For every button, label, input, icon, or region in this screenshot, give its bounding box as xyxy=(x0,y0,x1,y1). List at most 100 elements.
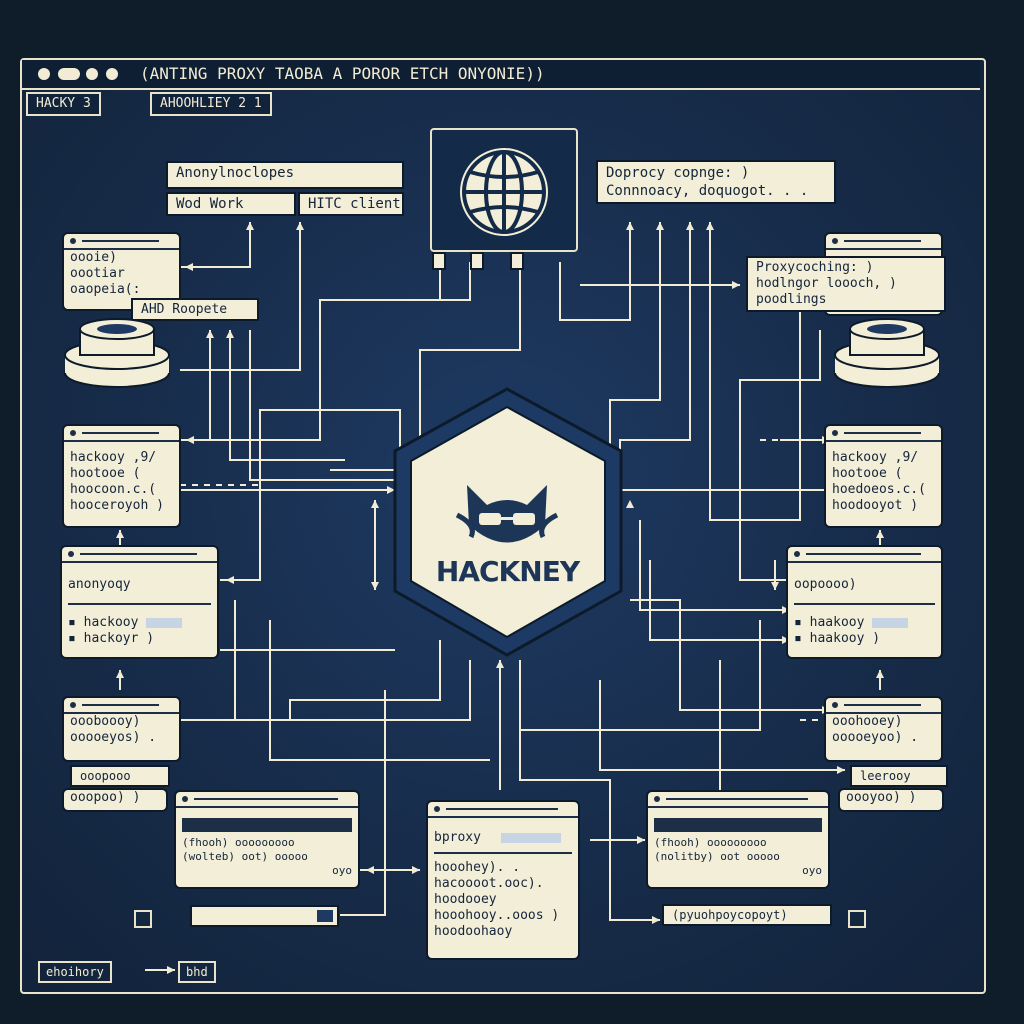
card-line: hoodooey xyxy=(434,892,497,907)
card-line: oooboooy) xyxy=(70,714,141,729)
card-line: hacoooot.ooc). xyxy=(434,876,544,891)
globe-panel xyxy=(430,128,578,252)
left-tag[interactable]: ooopooo xyxy=(72,767,168,785)
left-card-2[interactable]: hackooy ,9/ hootooe ( hoocoon.c.( hoocer… xyxy=(64,426,179,526)
proxy-line-1: Doprocy copnge: ) xyxy=(606,165,750,181)
card-line: hooohooy..ooos ) xyxy=(434,908,560,923)
footer-left-tag[interactable]: ehoihory xyxy=(38,961,112,983)
card-line: ooohooey) xyxy=(832,714,903,729)
bottom-center-card[interactable]: bproxy hooohey). . hacoooot.ooc). hoodoo… xyxy=(428,802,578,958)
tab-ahoohliey[interactable]: AHOOHLIEY 2 1 xyxy=(150,92,272,116)
right-card-3[interactable]: oopoooo) ▪ haakooy ▪ haakooy ) xyxy=(788,547,941,657)
card-line: anonyoqy xyxy=(68,577,131,592)
proxy-line: hodlngor loooch, ) xyxy=(756,276,897,291)
hackney-label: HACKNEY xyxy=(435,555,580,588)
card-line: ▪ haakooy ) xyxy=(794,631,881,646)
card-line: hackooy ,9/ xyxy=(70,450,157,465)
card-line: oooie) xyxy=(70,250,117,265)
left-card-1[interactable]: oooie) oootiar oaopeia(: xyxy=(64,234,179,309)
window-dot-icon[interactable] xyxy=(106,68,118,80)
card-divider xyxy=(794,603,935,605)
workflow-label[interactable]: Wod Work xyxy=(168,194,294,214)
chip xyxy=(872,617,909,628)
card-line-text: hackooy xyxy=(83,615,139,630)
footer-arrow-tag[interactable]: bhd xyxy=(178,961,216,983)
window-close-icon[interactable] xyxy=(38,68,50,80)
card-line-text: haakooy xyxy=(809,615,865,630)
proxy-copy-tag[interactable]: (pyuohpoycopoyt) xyxy=(664,906,830,924)
card-line: oootiar xyxy=(70,266,125,281)
proxy-line: Proxycoching: ) xyxy=(756,260,874,275)
cat-with-glasses-icon xyxy=(455,485,559,543)
card-line: oaopeia(: xyxy=(70,282,141,297)
port-icon xyxy=(470,252,484,270)
card-line-text: haakooy ) xyxy=(809,631,881,646)
card-line: ooooeyoo) . xyxy=(832,730,919,745)
small-square-icon[interactable] xyxy=(134,910,152,928)
card-line-text: hackoyr ) xyxy=(83,631,155,646)
card-line: hooceroyoh ) xyxy=(70,498,164,513)
database-icon xyxy=(834,318,940,388)
tab-hacky[interactable]: HACKY 3 xyxy=(26,92,101,116)
proxy-line-2: Connnoacy, doquogot. . . xyxy=(606,183,809,199)
left-card-4-footer: ooopoo) ) xyxy=(64,790,166,810)
http-client-label[interactable]: HITC client xyxy=(300,194,402,214)
right-card-4-footer: oooyoo) ) xyxy=(840,790,942,810)
top-right-proxy-box: Doprocy copnge: ) Connnoacy, doquogot. .… xyxy=(598,162,834,202)
chip xyxy=(146,617,183,628)
card-titlebar xyxy=(176,792,358,808)
card-titlebar xyxy=(62,547,217,563)
top-left-title-box: Anonylnoclopes xyxy=(168,163,402,187)
port-icon xyxy=(432,252,446,270)
hackney-core[interactable]: HACKNEY xyxy=(385,385,630,660)
right-tag[interactable]: leerooy xyxy=(852,767,946,785)
card-line: bproxy xyxy=(428,830,578,846)
port-icon xyxy=(510,252,524,270)
window-minimize-icon[interactable] xyxy=(58,68,80,80)
card-line: (wolteb) oot) ooooo xyxy=(182,850,308,863)
scroll-slider[interactable] xyxy=(190,905,339,927)
card-titlebar xyxy=(648,792,828,808)
card-line: hootooe ( xyxy=(832,466,903,481)
card-header-bar xyxy=(182,818,352,832)
card-line: ooopoo) ) xyxy=(70,790,141,805)
card-line: (nolitby) oot ooooo xyxy=(654,850,780,863)
card-titlebar xyxy=(826,426,941,442)
globe-icon xyxy=(460,148,548,236)
card-titlebar xyxy=(64,234,179,250)
slider-thumb[interactable] xyxy=(317,910,333,922)
card-line: (fhooh) ooooooooo xyxy=(182,836,295,849)
proxy-caching-box: Proxycoching: ) hodlngor loooch, ) poodl… xyxy=(748,258,944,310)
chip xyxy=(500,832,561,843)
card-divider xyxy=(434,852,572,854)
card-line: hoodooyot ) xyxy=(832,498,919,513)
card-line: hackooy ,9/ xyxy=(832,450,919,465)
left-card-4[interactable]: oooboooy) ooooeyos) . xyxy=(64,698,179,760)
bottom-right-card[interactable]: (fhooh) ooooooooo (nolitby) oot ooooo oy… xyxy=(648,792,828,887)
right-card-2[interactable]: hackooy ,9/ hootooe ( hoedoeos.c.( hoodo… xyxy=(826,426,941,526)
proxy-line: poodlings xyxy=(756,292,827,307)
small-square-icon[interactable] xyxy=(848,910,866,928)
card-divider xyxy=(68,603,211,605)
left-card-3[interactable]: anonyoqy ▪ hackooy ▪ hackoyr ) xyxy=(62,547,217,657)
card-line: hoedoeos.c.( xyxy=(832,482,926,497)
right-card-4[interactable]: ooohooey) ooooeyoo) . xyxy=(826,698,941,760)
database-icon xyxy=(64,318,170,388)
card-line: oyo xyxy=(332,864,352,877)
card-titlebar xyxy=(826,234,941,250)
title-bar: (ANTING PROXY TAOBA A POROR ETCH ONYONIE… xyxy=(22,60,980,90)
card-line: oyo xyxy=(802,864,822,877)
card-titlebar xyxy=(826,698,941,714)
card-titlebar xyxy=(64,698,179,714)
card-line: ▪ haakooy xyxy=(788,615,941,631)
card-line: hoodoohaoy xyxy=(434,924,513,939)
card-line: ▪ hackoyr ) xyxy=(68,631,155,646)
card-line: hootooe ( xyxy=(70,466,141,481)
card-line-text: bproxy xyxy=(434,830,481,845)
bottom-left-card[interactable]: (fhooh) ooooooooo (wolteb) oot) ooooo oy… xyxy=(176,792,358,887)
card-header-bar xyxy=(654,818,822,832)
card-line: hoocoon.c.( xyxy=(70,482,157,497)
card-line: hooohey). . xyxy=(434,860,521,875)
window-dot-icon[interactable] xyxy=(86,68,98,80)
